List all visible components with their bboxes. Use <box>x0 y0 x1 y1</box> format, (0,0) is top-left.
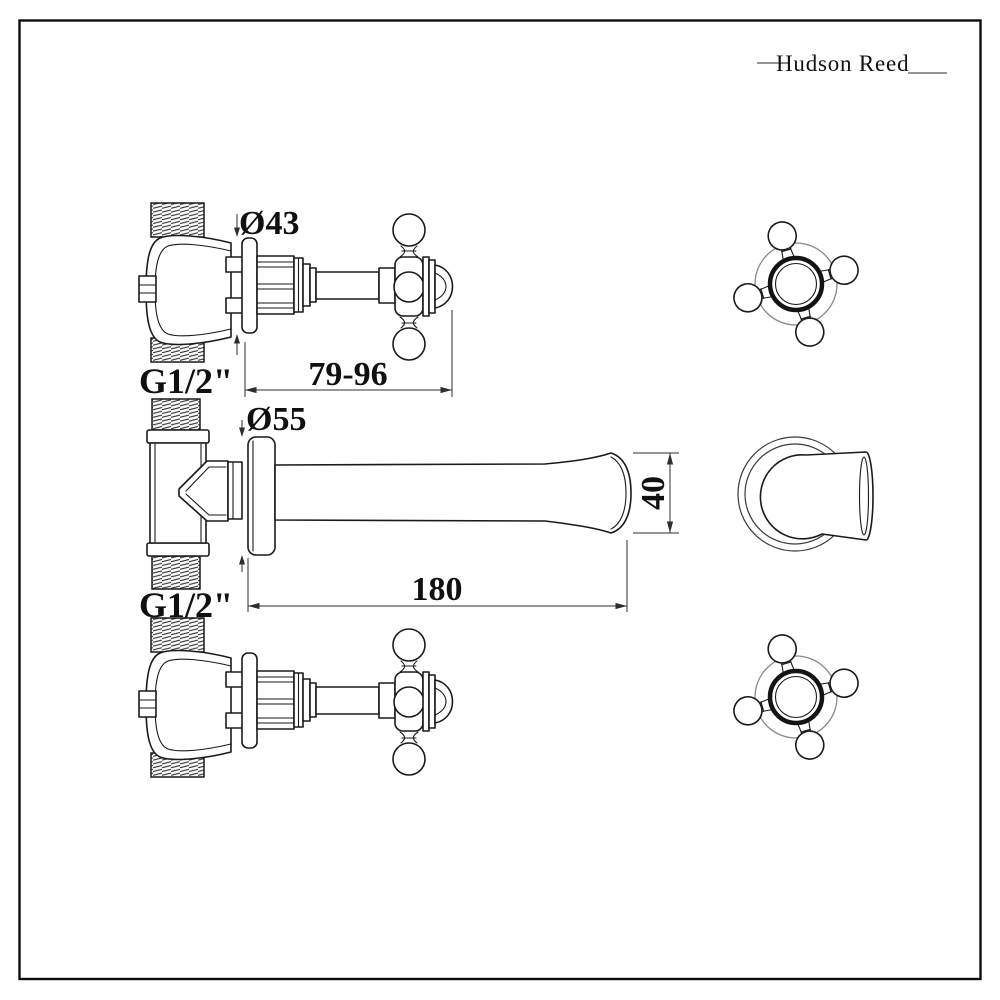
spout-front-outlet-rim <box>858 456 870 536</box>
spout-escutcheon-flange <box>247 436 276 556</box>
spout-pipe-bottom-thread <box>151 555 201 590</box>
dim-label-valve-projection: 79-96 <box>308 356 387 393</box>
brand-logo: Hudson Reed <box>757 51 947 76</box>
spout-pipe-bottom-collar <box>146 542 210 557</box>
spout-front-view <box>737 436 874 552</box>
bottom-valve-side <box>138 617 454 778</box>
spout-cone-inner-lines <box>185 466 227 516</box>
dim-arrow <box>245 386 257 394</box>
dim-label-spout-thread: G1/2" <box>139 585 233 625</box>
dim-label-spout-outlet-height: 40 <box>635 476 672 510</box>
dim-arrow <box>248 602 260 610</box>
spout-tip-inner-line <box>610 456 627 530</box>
spout-pipe-top-collar <box>146 429 210 444</box>
dim-label-spout-flange-diameter: Ø55 <box>246 401 306 438</box>
dim-arrow <box>666 453 674 465</box>
dim-arrow <box>234 227 240 237</box>
spout-side-view <box>146 398 632 590</box>
dim-arrow <box>440 386 452 394</box>
dim-label-valve-thread: G1/2" <box>139 361 233 401</box>
dimension-annotations: Ø43 79-96 G1/2" Ø55 180 40 G1/2" <box>139 205 679 625</box>
dim-arrow <box>239 555 245 565</box>
dim-label-valve-flange-diameter: Ø43 <box>239 205 299 242</box>
spout-front-bell <box>759 451 874 541</box>
dim-arrow <box>234 334 240 344</box>
dim-40-lines <box>633 452 679 534</box>
spout-cone-connector <box>178 460 229 522</box>
page-border <box>18 19 982 981</box>
dim-arrow <box>239 427 245 437</box>
dim-180-lines <box>247 540 628 612</box>
dim-arrow <box>615 602 627 610</box>
bottom-handle-front <box>717 618 875 776</box>
dim-label-spout-projection: 180 <box>412 571 463 608</box>
dim-79-96-lines <box>244 310 453 397</box>
spout-connector-ring <box>227 461 243 520</box>
top-handle-front <box>717 205 875 363</box>
dim-arrow <box>666 521 674 533</box>
logo-text: Hudson Reed <box>776 51 909 76</box>
spout-tube <box>274 452 632 534</box>
spout-pipe-top-thread <box>151 398 201 431</box>
